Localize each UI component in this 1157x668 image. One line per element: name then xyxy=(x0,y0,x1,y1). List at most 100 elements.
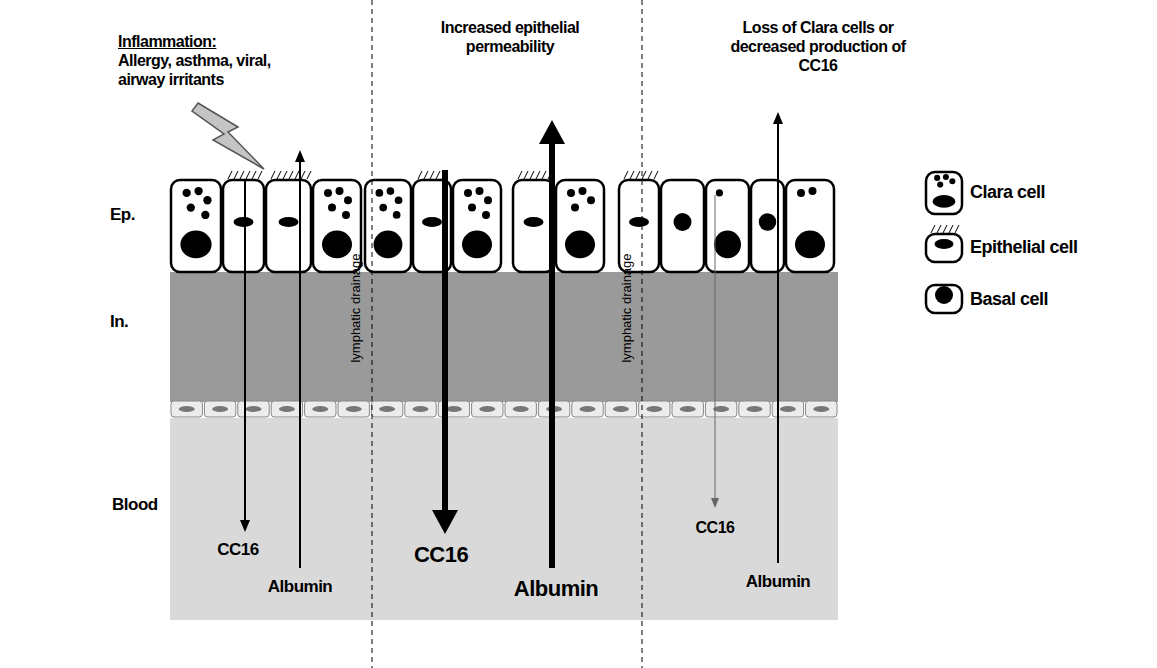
clara-nucleus xyxy=(565,231,595,259)
cilium xyxy=(271,171,275,179)
cc16-arrow-head xyxy=(240,520,250,532)
cilium xyxy=(283,171,287,179)
albumin-arrow-head xyxy=(295,150,305,162)
secretory-granule xyxy=(571,204,579,212)
legend-label: Epithelial cell xyxy=(970,237,1078,258)
epithelial-cell xyxy=(513,180,554,272)
clara-cell xyxy=(706,180,749,272)
clara-cell xyxy=(786,180,834,272)
secretory-granule xyxy=(328,204,336,212)
cilium xyxy=(234,171,238,179)
basal-nucleus xyxy=(674,213,692,231)
drainage-label: lymphatic drainage xyxy=(348,253,364,362)
cilium xyxy=(430,171,434,179)
cilium xyxy=(289,171,293,179)
secretory-granule xyxy=(203,196,211,204)
panel-note: Allergy, asthma, viral, airway irritants xyxy=(118,51,318,89)
protein-label: CC16 xyxy=(371,542,511,568)
secretory-granule xyxy=(797,189,805,197)
cilium xyxy=(542,171,546,179)
endothelial-nucleus xyxy=(246,406,262,412)
cilium xyxy=(636,171,640,179)
cilium xyxy=(654,171,658,179)
endothelial-nucleus xyxy=(580,406,596,412)
cilium xyxy=(642,171,646,179)
endothelial-cell xyxy=(204,401,235,417)
endothelial-nucleus xyxy=(312,406,328,412)
clara-cell xyxy=(171,180,221,272)
cilium xyxy=(228,171,232,179)
protein-label: Albumin xyxy=(708,572,848,592)
cilium xyxy=(418,171,422,179)
secretory-granule xyxy=(943,174,949,180)
endothelial-nucleus xyxy=(813,406,829,412)
cc16-arrow-head xyxy=(711,498,719,508)
secretory-granule xyxy=(194,187,202,195)
protein-label: Albumin xyxy=(476,576,636,602)
secretory-granule xyxy=(567,189,575,197)
cilium xyxy=(277,171,281,179)
cilium xyxy=(252,171,256,179)
panel-divider xyxy=(372,0,373,668)
clara-nucleus xyxy=(180,231,211,259)
endothelial-nucleus xyxy=(179,406,195,412)
endothelial-cell xyxy=(238,401,269,417)
endothelial-cell xyxy=(271,401,302,417)
secretory-granule xyxy=(187,203,195,211)
cilium xyxy=(424,171,428,179)
cilium xyxy=(530,171,534,179)
interstitium-band xyxy=(170,272,838,402)
secretory-granule xyxy=(579,187,587,195)
endothelial-cell xyxy=(305,401,336,417)
endothelial-cell xyxy=(171,401,202,417)
albumin-arrow-head xyxy=(773,112,783,124)
epithelial-nucleus xyxy=(935,239,954,249)
clara-cell xyxy=(926,172,962,214)
secretory-granule xyxy=(201,211,209,219)
cilium xyxy=(518,171,522,179)
endothelial-nucleus xyxy=(379,406,395,412)
clara-nucleus xyxy=(933,195,956,208)
protein-label: CC16 xyxy=(655,518,775,537)
cilium xyxy=(240,171,244,179)
cilium xyxy=(943,225,947,233)
endothelial-cell xyxy=(505,401,536,417)
cilium xyxy=(949,225,953,233)
endothelial-cell xyxy=(806,401,837,417)
endothelial-nucleus xyxy=(747,406,763,412)
panel-heading: Increased epithelial permeability xyxy=(405,18,615,56)
endothelial-cell xyxy=(605,401,636,417)
epithelial-nucleus xyxy=(234,217,254,227)
secretory-granule xyxy=(476,187,484,195)
basal-nucleus xyxy=(935,286,953,304)
albumin-arrow xyxy=(777,124,779,563)
layer-label: Ep. xyxy=(110,205,135,225)
clara-nucleus xyxy=(322,231,352,259)
endothelial-cell xyxy=(772,401,803,417)
endothelial-nucleus xyxy=(513,406,529,412)
endothelial-cell xyxy=(739,401,770,417)
endothelial-nucleus xyxy=(446,406,462,412)
endothelial-nucleus xyxy=(346,406,362,412)
epithelial-nucleus xyxy=(422,217,442,227)
basal-cell xyxy=(926,285,962,313)
secretory-granule xyxy=(587,196,595,204)
endothelial-nucleus xyxy=(413,406,429,412)
basal-cell xyxy=(751,180,784,272)
endothelial-cell xyxy=(472,401,503,417)
albumin-arrow-head xyxy=(539,120,565,144)
secretory-granule xyxy=(344,196,352,204)
cilium xyxy=(436,171,440,179)
clara-nucleus xyxy=(374,231,403,259)
secretory-granule xyxy=(376,189,384,197)
cilium xyxy=(630,171,634,179)
layer-label: Blood xyxy=(112,495,158,515)
secretory-granule xyxy=(468,204,476,212)
cilium xyxy=(258,171,262,179)
secretory-granule xyxy=(484,196,492,204)
blood-band xyxy=(170,418,838,620)
epithelial-nucleus xyxy=(279,217,299,227)
secretory-granule xyxy=(949,178,955,184)
endothelial-cell xyxy=(705,401,736,417)
